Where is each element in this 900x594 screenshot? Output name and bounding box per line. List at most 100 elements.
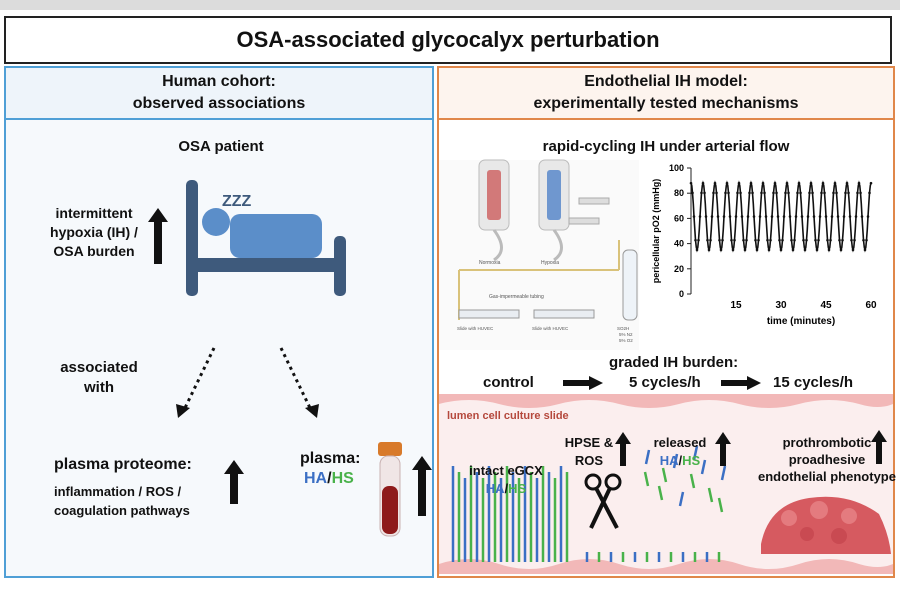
released-fiber [672, 453, 679, 469]
po2-data-point [718, 238, 721, 242]
released-fiber [720, 465, 727, 481]
po2-data-point [832, 191, 835, 195]
prothrombotic-label: prothrombotic proadhesive endothelial ph… [758, 435, 896, 484]
po2-data-point [764, 215, 768, 218]
associated-with-label: associated with [60, 359, 138, 396]
endothelium-illustration [439, 394, 893, 574]
po2-data-point [773, 181, 777, 185]
patient-in-bed-icon: ZZZ [186, 180, 346, 296]
blood-tube-icon [378, 442, 402, 537]
po2-data-point [700, 191, 703, 195]
dotted-arrows [176, 347, 319, 418]
po2-data-point [827, 248, 831, 252]
po2-data-point [781, 238, 784, 242]
po2-data-point [866, 215, 870, 218]
po2-data-point [713, 181, 717, 185]
po2-data-point [730, 238, 733, 242]
po2-data-point [854, 215, 858, 218]
y-axis-label: pericellular pO2 (mmHg) [651, 179, 661, 284]
po2-data-point [844, 191, 847, 195]
po2-data-point [698, 215, 702, 218]
po2-data-point [701, 181, 705, 185]
hpse-ros-label: HPSE & ROS [564, 435, 614, 468]
po2-data-point [799, 191, 802, 195]
proteome-details: inflammation / ROS / coagulation pathway… [54, 484, 190, 518]
human-cohort-panel: Human cohort: observed associations OSA … [4, 66, 434, 578]
po2-data-point [740, 215, 744, 218]
po2-data-point [859, 191, 862, 195]
po2-data-point [733, 238, 736, 242]
po2-data-point [817, 238, 820, 242]
po2-data-point [697, 238, 700, 242]
po2-data-point [761, 181, 765, 185]
po2-data-point [823, 191, 826, 195]
po2-data-point [692, 215, 696, 218]
po2-data-point [778, 238, 781, 242]
po2-data-point [839, 248, 843, 252]
plasma-up-arrow-icon [412, 456, 432, 516]
header-line-1: Endothelial IH model: [584, 73, 748, 90]
po2-data-point [766, 238, 769, 242]
po2-data-point [809, 181, 813, 185]
human-cohort-header: Human cohort: observed associations [6, 68, 432, 120]
po2-data-point [845, 181, 849, 185]
po2-data-point [728, 215, 732, 218]
po2-data-point [820, 191, 823, 195]
po2-data-point [814, 238, 817, 242]
endothelial-model-panel: Endothelial IH model: experimentally tes… [437, 66, 896, 578]
x-tick-label: 15 [730, 300, 742, 311]
po2-data-point [752, 215, 756, 218]
po2-data-point [865, 238, 868, 242]
po2-data-point [734, 215, 738, 218]
po2-data-point [850, 238, 853, 242]
po2-data-point [767, 248, 771, 252]
header-line-2: observed associations [132, 95, 306, 112]
po2-data-point [821, 181, 825, 185]
po2-data-point [716, 215, 720, 218]
released-fiber [644, 449, 651, 465]
x-axis-label: time (minutes) [767, 316, 835, 327]
five-cycles-label: 5 cycles/h [629, 374, 701, 391]
po2-data-point [788, 215, 792, 218]
svg-text:5% N2: 5% N2 [619, 332, 633, 337]
po2-data-point [851, 248, 855, 252]
po2-data-point [836, 215, 840, 218]
po2-data-point [833, 181, 837, 185]
po2-data-point [829, 238, 832, 242]
po2-data-point [721, 238, 724, 242]
po2-data-point [757, 238, 760, 242]
graded-ih-label: graded IH burden: [609, 354, 739, 371]
po2-data-point [710, 215, 714, 218]
svg-text:Gas-impermeable tubing: Gas-impermeable tubing [489, 294, 544, 300]
po2-data-point [689, 181, 693, 185]
po2-data-point [869, 181, 873, 185]
scissors-icon [584, 473, 622, 529]
po2-data-point [797, 181, 801, 185]
x-tick-label: 30 [775, 300, 787, 311]
po2-data-point [794, 215, 798, 218]
po2-data-point [725, 181, 729, 185]
po2-data-point [707, 248, 711, 252]
released-fiber [700, 459, 707, 475]
x-tick-label: 60 [865, 300, 877, 311]
po2-data-point [790, 238, 793, 242]
po2-data-point [695, 248, 699, 252]
ih-flow-subtitle: rapid-cycling IH under arterial flow [542, 138, 790, 155]
po2-data-point [800, 215, 804, 218]
po2-data-point [853, 238, 856, 242]
po2-data-point [803, 248, 807, 252]
po2-data-point [830, 215, 834, 218]
po2-data-point [704, 215, 708, 218]
po2-data-point [772, 191, 775, 195]
po2-data-point [838, 238, 841, 242]
po2-data-point [791, 248, 795, 252]
po2-data-point [775, 191, 778, 195]
proteome-title: plasma proteome: [54, 456, 192, 473]
header-line-2: experimentally tested mechanisms [533, 95, 799, 112]
released-fiber [643, 471, 650, 487]
po2-data-point [862, 238, 865, 242]
header-line-1: Human cohort: [162, 73, 276, 90]
y-tick-label: 100 [669, 163, 684, 173]
plasma-label: plasma: [300, 450, 361, 467]
po2-data-point [722, 215, 726, 218]
